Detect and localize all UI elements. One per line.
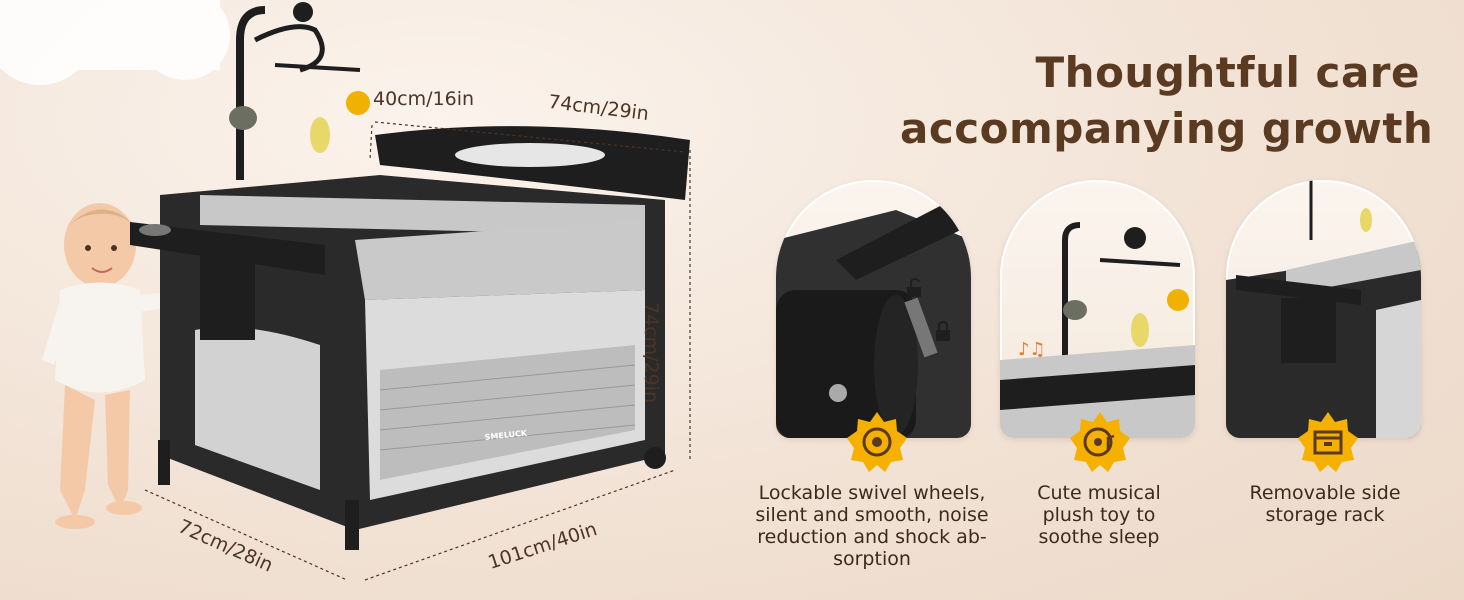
feature-card-storage bbox=[1226, 180, 1421, 438]
cloud-decoration bbox=[0, 0, 230, 85]
feature-card-music: ♪♫ bbox=[1000, 180, 1195, 438]
heading: Thoughtful care accompanying growth bbox=[900, 45, 1434, 157]
baby-figure bbox=[42, 203, 213, 529]
feature-text-wheels: Lockable swivel wheels,silent and smooth… bbox=[755, 482, 989, 570]
playard-crib: SMELUCK bbox=[130, 2, 691, 581]
heading-line-2: accompanying growth bbox=[900, 104, 1434, 153]
dim-canopy: 40cm/16in bbox=[373, 88, 475, 110]
storage-box-icon bbox=[1298, 412, 1358, 472]
elephant-toy bbox=[229, 106, 257, 130]
heading-line-1: Thoughtful care bbox=[1035, 48, 1420, 97]
lock-icon bbox=[936, 320, 950, 341]
unlock-icon bbox=[907, 278, 921, 297]
dim-height: 74cm/29in bbox=[640, 302, 662, 404]
wheel-lock-icon bbox=[847, 412, 907, 472]
feature-card-wheels bbox=[776, 180, 971, 438]
svg-text:♪♫: ♪♫ bbox=[1018, 339, 1046, 360]
lion-toy bbox=[346, 91, 370, 115]
giraffe-toy bbox=[310, 117, 330, 153]
music-disc-icon bbox=[1070, 412, 1130, 472]
